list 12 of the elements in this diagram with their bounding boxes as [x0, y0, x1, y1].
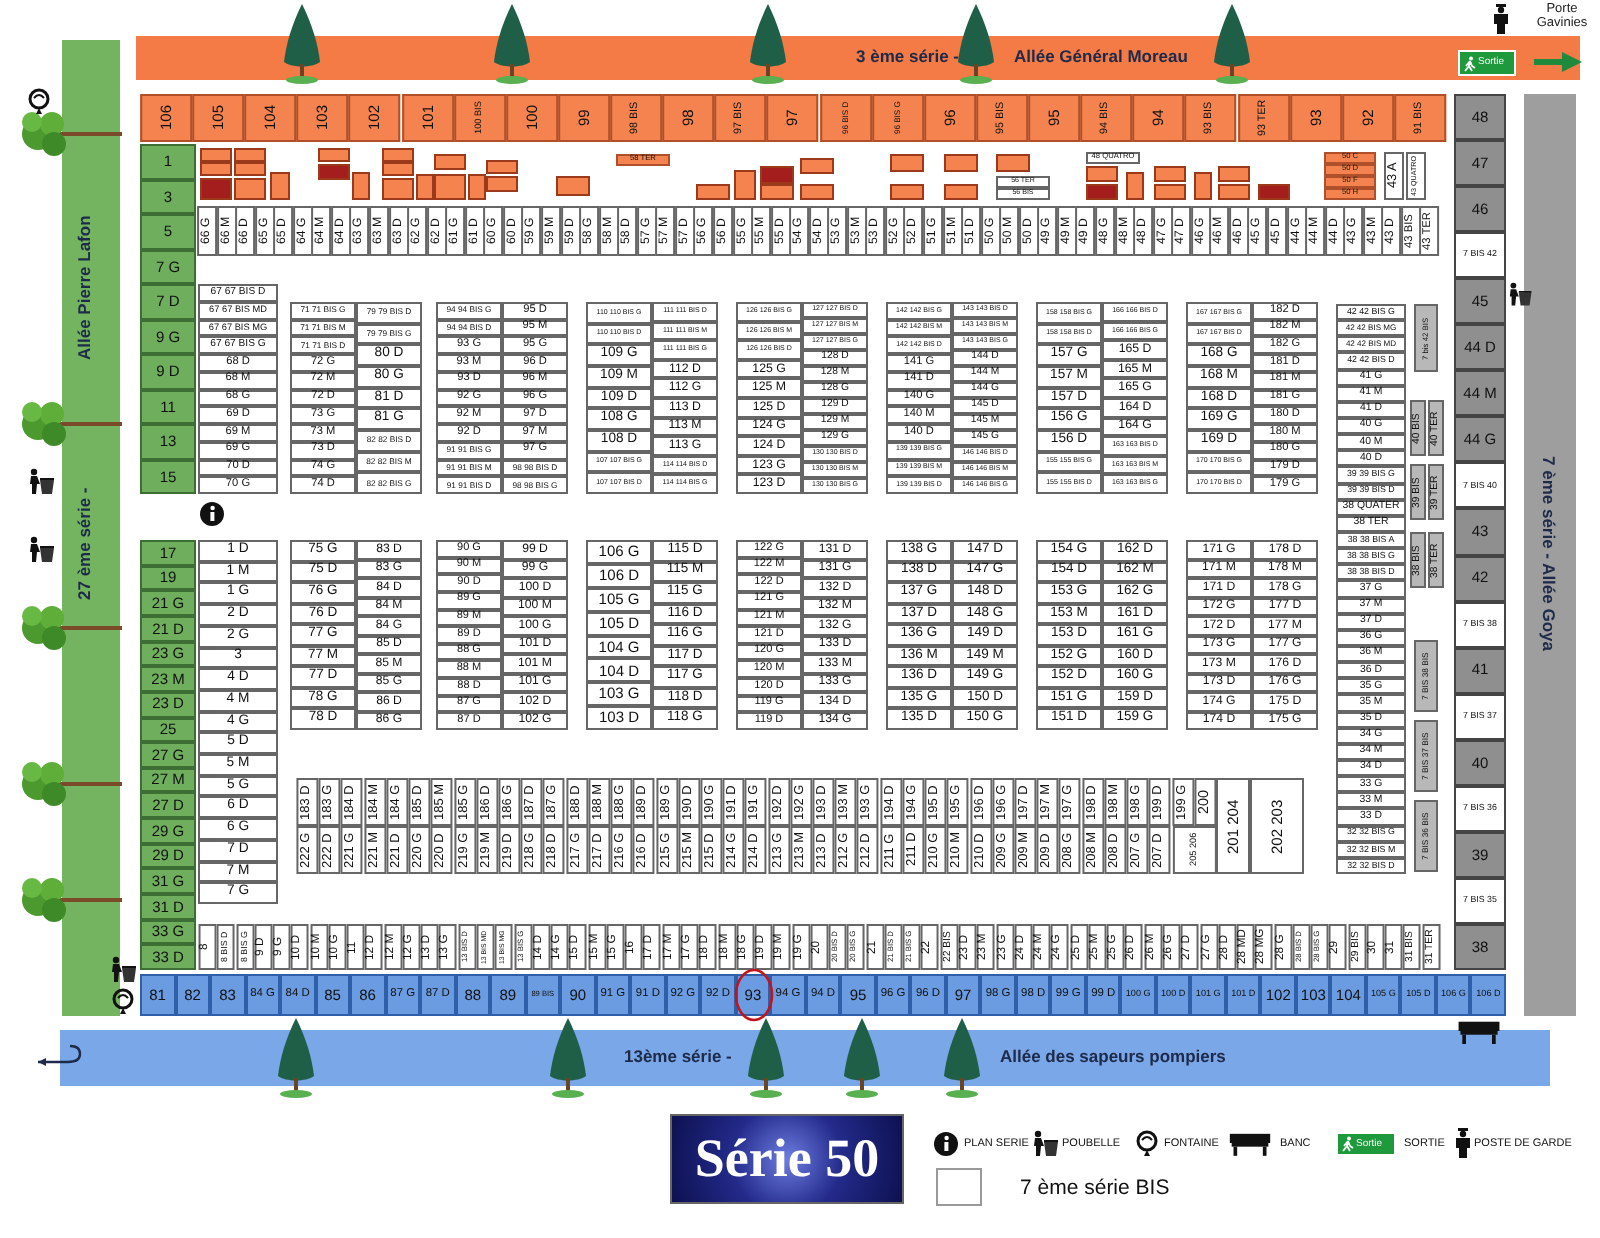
road-band	[1524, 94, 1576, 1016]
road-name: 3 ème série -	[856, 48, 960, 65]
road-name: 13ème série -	[624, 1048, 732, 1065]
road-band	[62, 40, 120, 1016]
road-band	[60, 1030, 1550, 1086]
road-name: Allée Général Moreau	[1014, 48, 1188, 65]
road-name: Allée Pierre Lafon	[76, 213, 93, 365]
legend-label: 7 ème série BIS	[1020, 1178, 1170, 1199]
road-name: 27 ème série -	[76, 485, 93, 605]
series-title: Série 50	[694, 1132, 880, 1186]
road-name: Allée des sapeurs pompiers	[1000, 1048, 1226, 1065]
road-name: 7 ème série - Allée Goya	[1540, 454, 1557, 656]
